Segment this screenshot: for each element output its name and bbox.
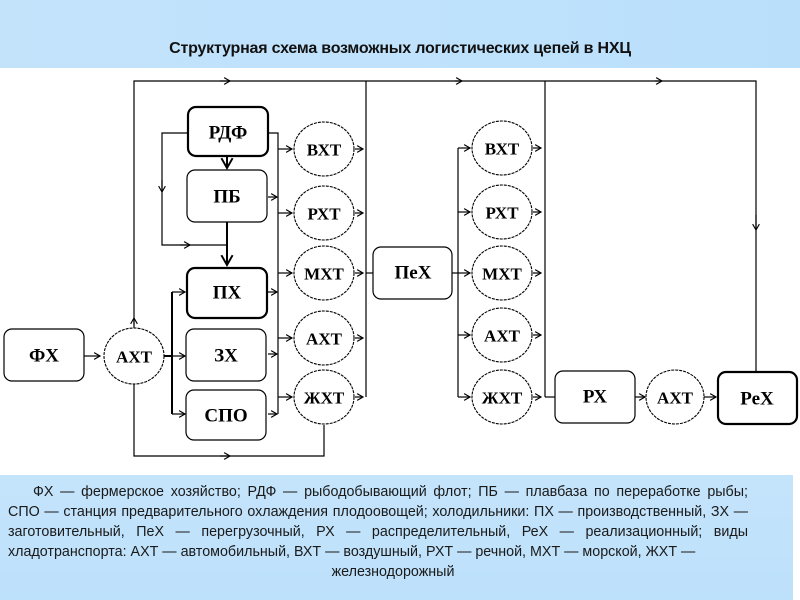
node-col2-mxt: МХТ xyxy=(471,245,533,301)
legend-text: ФХ — фермерское хозяйство; РДФ — рыбодоб… xyxy=(8,482,748,582)
node-col1-vxt-label: ВХТ xyxy=(307,141,342,160)
node-col1-rxt: РХТ xyxy=(293,185,355,241)
node-col2-vxt: ВХТ xyxy=(471,120,533,176)
node-pb-label: ПБ xyxy=(213,187,240,208)
node-col1-zhxt: ЖХТ xyxy=(293,369,355,425)
node-zx-label: ЗХ xyxy=(214,346,238,367)
node-col2-mxt-label: МХТ xyxy=(482,265,522,284)
node-pb: ПБ xyxy=(186,169,268,223)
node-col2-zhxt: ЖХТ xyxy=(471,369,533,425)
node-axt-end: АХТ xyxy=(645,369,705,425)
legend-line-2: СПО — станция предварительного охлаждени… xyxy=(8,504,730,520)
title-band xyxy=(0,0,800,68)
node-pex-label: ПеХ xyxy=(395,263,432,284)
node-col1-rxt-label: РХТ xyxy=(307,205,341,224)
legend-line-1: ФХ — фермерское хозяйство; РДФ — рыбодоб… xyxy=(33,484,748,500)
node-col1-axt-label: АХТ xyxy=(306,330,343,349)
legend-band xyxy=(0,475,793,600)
node-rex-label: РеХ xyxy=(740,389,774,410)
node-axt-start-label: АХТ xyxy=(116,348,153,367)
node-col2-axt: АХТ xyxy=(471,307,533,363)
node-col2-vxt-label: ВХТ xyxy=(485,140,520,159)
node-pex: ПеХ xyxy=(372,246,453,300)
legend-line-4: хладотранспорта: АХТ — автомобильный, ВХ… xyxy=(8,544,696,560)
node-col2-axt-label: АХТ xyxy=(484,327,521,346)
node-fx: ФХ xyxy=(3,328,85,382)
node-px: ПХ xyxy=(185,266,269,320)
node-col2-zhxt-label: ЖХТ xyxy=(482,389,523,408)
node-col1-mxt: МХТ xyxy=(293,245,355,301)
node-col1-zhxt-label: ЖХТ xyxy=(304,389,345,408)
node-col2-rxt-label: РХТ xyxy=(485,204,519,223)
node-axt-start: АХТ xyxy=(103,327,165,385)
node-spo: СПО xyxy=(185,389,267,441)
node-axt-end-label: АХТ xyxy=(657,389,694,408)
connector-lines xyxy=(84,77,760,460)
node-rx-label: РХ xyxy=(583,387,608,408)
node-col1-vxt: ВХТ xyxy=(293,121,355,177)
node-fx-label: ФХ xyxy=(29,346,59,367)
node-rdf-label: РДФ xyxy=(209,123,248,144)
page-title: Структурная схема возможных логистически… xyxy=(169,40,631,57)
node-rdf: РДФ xyxy=(186,105,270,158)
node-rex: РеХ xyxy=(716,370,799,426)
node-col1-mxt-label: МХТ xyxy=(304,265,344,284)
node-col2-rxt: РХТ xyxy=(471,184,533,240)
legend-line-3: — заготовительный, ПеХ — перегрузочный, … xyxy=(8,504,748,540)
legend-line-5: железнодорожный xyxy=(331,564,455,580)
node-zx: ЗХ xyxy=(185,328,267,382)
node-spo-label: СПО xyxy=(204,406,247,427)
node-rx: РХ xyxy=(554,370,636,424)
node-col1-axt: АХТ xyxy=(293,310,355,366)
node-px-label: ПХ xyxy=(213,283,242,304)
